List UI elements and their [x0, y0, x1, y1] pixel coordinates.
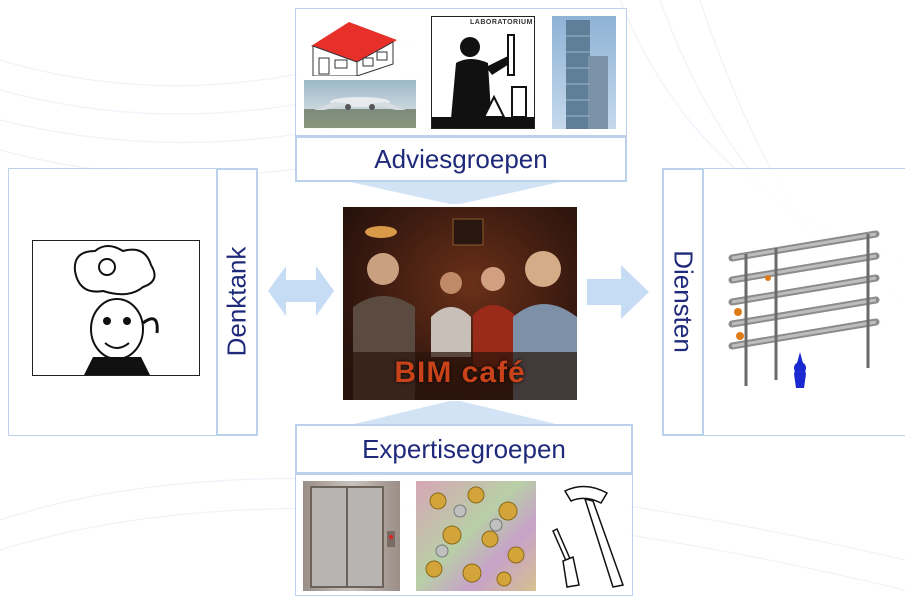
pipe-installation-rendering	[718, 218, 888, 390]
lab-caption: LABORATORIUM	[470, 19, 533, 26]
bim-cafe-photo: BIM café	[343, 207, 577, 400]
skyscraper-photo	[552, 16, 616, 129]
diensten-label-box	[662, 168, 704, 436]
euro-money-photo	[416, 481, 536, 591]
arrow-double-left	[268, 266, 334, 316]
airplane-photo	[304, 80, 416, 128]
adviesgroepen-label: Adviesgroepen	[295, 136, 627, 182]
hammer-screwdriver-drawing	[545, 481, 625, 591]
thinking-man-lightbulb-drawing	[32, 240, 200, 376]
elevator-photo	[303, 481, 400, 591]
diensten-label: Diensten	[668, 250, 699, 353]
denktank-label-box	[216, 168, 258, 436]
laboratory-scientist-drawing: LABORATORIUM	[431, 16, 535, 129]
arrow-right	[587, 265, 649, 319]
arrow-up-bottom	[350, 401, 560, 425]
denktank-label: Denktank	[221, 246, 252, 357]
expertisegroepen-label: Expertisegroepen	[295, 424, 633, 474]
hospital-icon	[305, 18, 399, 76]
bim-cafe-title: BIM café	[394, 356, 526, 389]
arrow-down-top	[350, 182, 560, 204]
